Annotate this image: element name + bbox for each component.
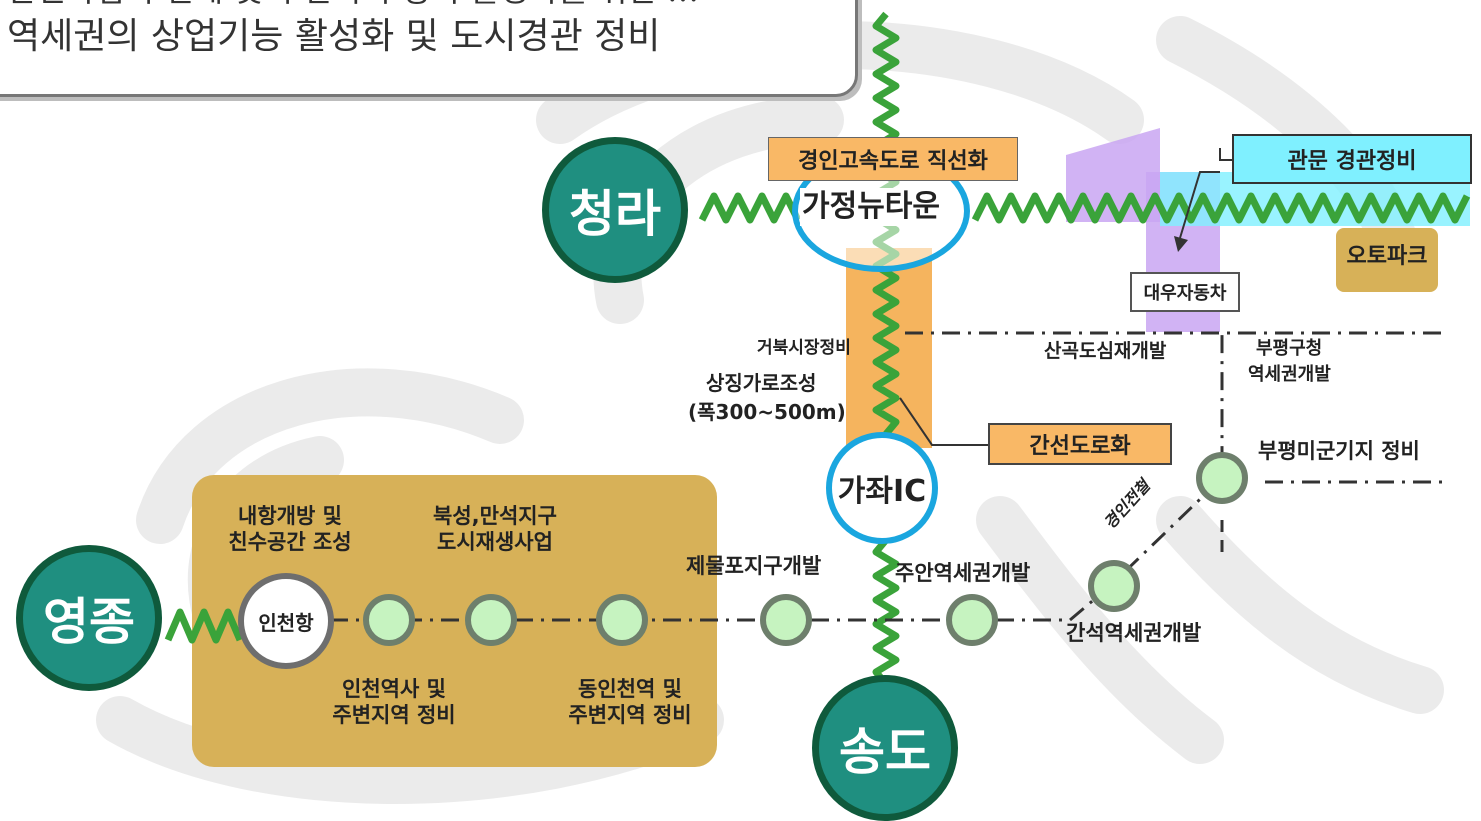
label-port-open-line-1: 내항개방 및 [238, 504, 342, 528]
title-box: 관련사업의 연계 및 주변지역 정비 활성화를 위한 … 역세권의 상업기능 활… [0, 0, 858, 97]
label-jemulpo: 제물포지구개발 [686, 554, 822, 578]
node-yeongjong: 영종 [16, 545, 162, 691]
label-bukseong-line-1: 북성,만석지구 [433, 504, 557, 528]
node-cheongna-label: 청라 [569, 185, 661, 243]
label-ganseok: 간석역세권개발 [1066, 621, 1202, 645]
label-incheon-station-line-1: 인천역사 및 [342, 677, 446, 701]
station-juan [946, 594, 998, 646]
label-market: 거북시장정비 [757, 338, 851, 358]
label-bukseong: 북성,만석지구 도시재생사업 [410, 503, 580, 556]
label-incheon-station-line-2: 주변지역 정비 [332, 703, 456, 728]
node-yeongjong-label: 영종 [43, 593, 135, 651]
gajeong-east-zigzag [971, 192, 1471, 224]
label-dongincheon-station: 동인천역 및 주변지역 정비 [540, 676, 720, 729]
expressway-south-zigzag [872, 537, 900, 687]
node-gajwa-ic-label: 가좌IC [837, 474, 927, 509]
label-bupyeong-office-2: 역세권개발 [1248, 364, 1331, 385]
station-incheon [363, 594, 415, 646]
station-bupyeong [1196, 452, 1248, 504]
yeongjong-zigzag [164, 608, 244, 644]
station-dowon [596, 594, 648, 646]
box-autopark: 오토파크 [1336, 228, 1438, 292]
box-gateway-landscape: 관문 경관정비 [1232, 134, 1472, 184]
station-jemulpo [760, 594, 812, 646]
node-songdo: 송도 [812, 675, 958, 821]
label-juan: 주안역세권개발 [895, 561, 1031, 585]
node-cheongna: 청라 [542, 137, 688, 283]
label-dongincheon-line-2: 주변지역 정비 [568, 703, 692, 728]
title-line-2: 역세권의 상업기능 활성화 및 도시경관 정비 [7, 16, 661, 57]
station-ganseok [1088, 560, 1140, 612]
label-boulevard-2: (폭300~500m) [688, 400, 846, 424]
node-incheon-port-label: 인천항 [258, 610, 314, 635]
label-army-base: 부평미군기지 정비 [1258, 439, 1420, 463]
label-dongincheon-line-1: 동인천역 및 [578, 677, 682, 701]
box-arterial-road: 간선도로화 [988, 423, 1172, 465]
label-port-open-line-2: 친수공간 조성 [228, 530, 352, 555]
label-port-open: 내항개방 및 친수공간 조성 [210, 503, 370, 556]
label-bukseong-line-2: 도시재생사업 [437, 530, 553, 555]
leader-arterial [899, 397, 990, 446]
box-expressway-straightening: 경인고속도로 직선화 [768, 137, 1018, 181]
leader-gateway [1179, 148, 1232, 239]
purple-development-area [1066, 128, 1160, 222]
label-incheon-station: 인천역사 및 주변지역 정비 [304, 676, 484, 729]
label-bupyeong-office-1: 부평구청 [1256, 338, 1323, 359]
title-line-1: 관련사업의 연계 및 주변지역 정비 활성화를 위한 … [7, 0, 699, 11]
label-sangok: 산곡도심재개발 [1044, 340, 1167, 362]
node-gajeong-label: 가정뉴타운 [800, 188, 942, 226]
box-daewoo-motors: 대우자동차 [1130, 272, 1240, 312]
node-songdo-label: 송도 [839, 723, 931, 781]
leader-gateway-arrowhead [1174, 236, 1188, 252]
cheongna-east-zigzag [698, 192, 802, 224]
label-boulevard-1: 상징가로조성 [706, 371, 817, 395]
node-incheon-port: 인천항 [238, 573, 334, 669]
station-dongincheon [465, 594, 517, 646]
node-gajwa-ic: 가좌IC [826, 432, 938, 544]
